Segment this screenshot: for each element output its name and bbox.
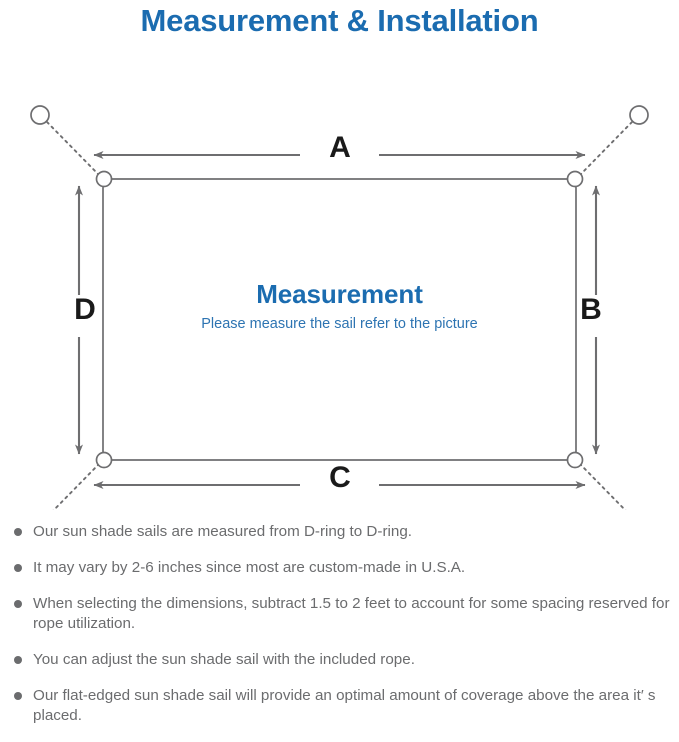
anchor-point-top-right bbox=[629, 105, 649, 125]
sail-center-caption: Measurement Please measure the sail refe… bbox=[0, 278, 679, 334]
d-ring-top-left bbox=[95, 170, 113, 188]
note-text: You can adjust the sun shade sail with t… bbox=[33, 651, 415, 668]
rope-bottom-right bbox=[580, 464, 627, 510]
bullet-icon bbox=[14, 564, 22, 572]
note-text: When selecting the dimensions, subtract … bbox=[33, 595, 670, 632]
bullet-icon bbox=[14, 600, 22, 608]
note-text: It may vary by 2-6 inches since most are… bbox=[33, 559, 466, 576]
page-title: Measurement & Installation bbox=[140, 3, 539, 38]
bullet-icon bbox=[14, 656, 22, 664]
d-ring-bottom-right bbox=[566, 451, 584, 469]
rope-top-left bbox=[46, 121, 99, 175]
shade-sail-rect bbox=[102, 178, 577, 461]
note-text: Our flat-edged sun shade sail will provi… bbox=[33, 687, 656, 724]
bullet-icon bbox=[14, 528, 22, 536]
list-item: It may vary by 2-6 inches since most are… bbox=[0, 558, 679, 578]
measurement-diagram: A B C D Measurement Please measure the s… bbox=[0, 40, 679, 510]
diagram-svg bbox=[30, 105, 649, 510]
d-ring-top-right bbox=[566, 170, 584, 188]
list-item: When selecting the dimensions, subtract … bbox=[0, 594, 679, 634]
bullet-icon bbox=[14, 692, 22, 700]
dimension-label-c: C bbox=[329, 461, 351, 494]
anchor-point-top-left bbox=[30, 105, 50, 125]
list-item: Our flat-edged sun shade sail will provi… bbox=[0, 686, 679, 726]
rope-top-right bbox=[580, 121, 633, 175]
list-item: Our sun shade sails are measured from D-… bbox=[0, 522, 679, 542]
list-item: You can adjust the sun shade sail with t… bbox=[0, 650, 679, 670]
dimension-label-a: A bbox=[329, 131, 351, 164]
notes-list: Our sun shade sails are measured from D-… bbox=[0, 522, 679, 742]
sail-caption-subtitle: Please measure the sail refer to the pic… bbox=[201, 316, 478, 332]
dimension-label-b: B bbox=[580, 293, 602, 326]
dimension-label-d: D bbox=[74, 293, 96, 326]
sail-caption-title: Measurement bbox=[256, 279, 423, 309]
note-text: Our sun shade sails are measured from D-… bbox=[33, 523, 412, 540]
d-ring-bottom-left bbox=[95, 451, 113, 469]
rope-bottom-left bbox=[52, 464, 99, 510]
